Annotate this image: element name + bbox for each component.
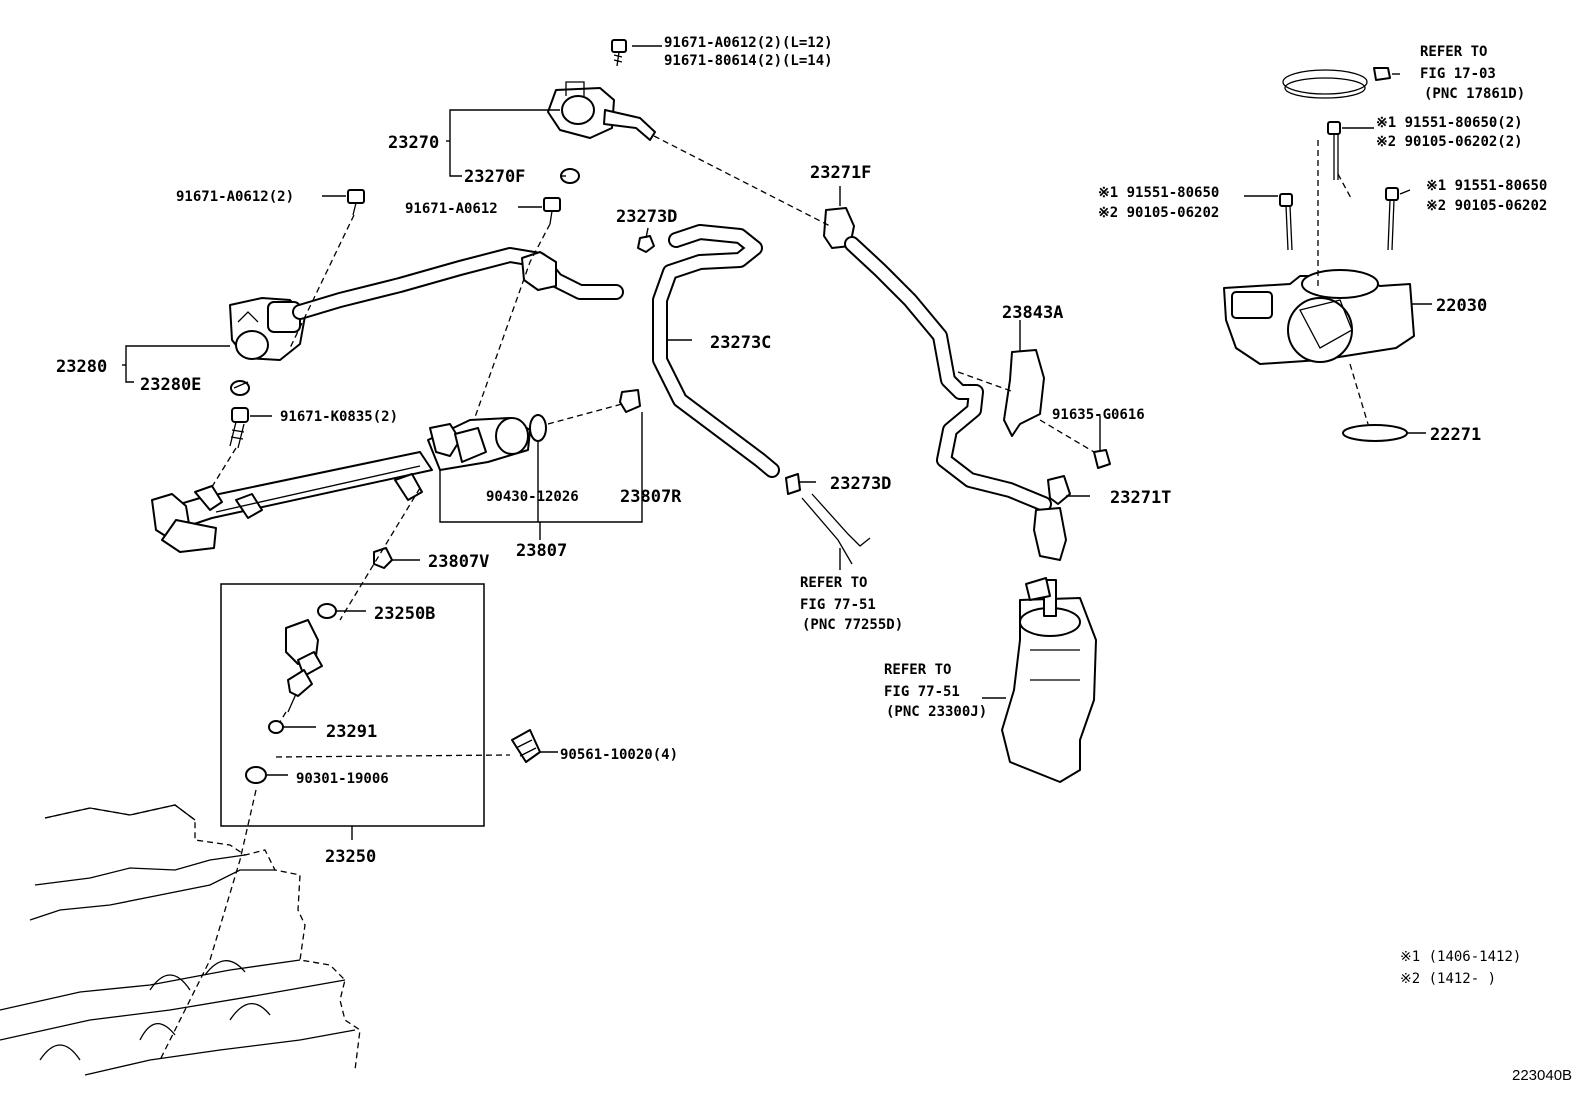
label-23807r: 23807R [620, 487, 682, 507]
o-ring-90301-19006 [245, 766, 267, 784]
label-refer-fig77-51b-line2: FIG 77-51 [884, 684, 960, 700]
label-23271t: 23271T [1110, 488, 1171, 508]
label-23807v: 23807V [428, 552, 489, 572]
label-23280e: 23280E [140, 375, 201, 395]
label-refer-fig77-51-line2: FIG 77-51 [800, 597, 876, 613]
label-23273d-bottom: 23273D [830, 474, 891, 494]
label-23250b: 23250B [374, 604, 435, 624]
label-90430-12026: 90430-12026 [486, 489, 579, 505]
label-23280: 23280 [56, 357, 107, 377]
gasket-22271 [1342, 424, 1408, 442]
label-x1-right: ※1 91551-80650 [1426, 178, 1547, 194]
label-22030: 22030 [1436, 296, 1487, 316]
note-x2-dates: ※2 (1412- ) [1400, 971, 1496, 987]
label-23270: 23270 [388, 133, 439, 153]
bracket-23843a [1003, 349, 1045, 437]
label-23250: 23250 [325, 847, 376, 867]
assembly-lines [159, 135, 1369, 1061]
label-91635-g0616: 91635-G0616 [1052, 407, 1145, 423]
insulator-23291 [268, 720, 284, 734]
fuel-pipe [292, 247, 624, 320]
pulsation-damper-23280 [229, 297, 306, 361]
pulsation-damper-23270 [547, 81, 656, 141]
label-91671-k0835: 91671-K0835(2) [280, 409, 398, 425]
bolt-91635-g0616 [1093, 449, 1111, 469]
injector-kit-box [220, 583, 485, 827]
label-23270f: 23270F [464, 167, 525, 187]
label-refer-fig17-03-line2: FIG 17-03 [1420, 66, 1496, 82]
label-x2-left: ※2 90105-06202 [1098, 205, 1219, 221]
leader-lines [122, 45, 1432, 840]
note-x1-dates: ※1 (1406-1412) [1400, 949, 1521, 965]
hose-23273c [652, 224, 780, 478]
label-91671-80614: 91671-80614(2)(L=14) [664, 53, 833, 69]
label-refer-fig77-51-line1: REFER TO [800, 575, 867, 591]
labels: 91671-A0612(2)(L=12) 91671-80614(2)(L=14… [56, 35, 1572, 1084]
label-90301-19006: 90301-19006 [296, 771, 389, 787]
label-x2-right: ※2 90105-06202 [1426, 198, 1547, 214]
hose-23271 [823, 207, 1067, 561]
fuel-delivery-pipe [151, 417, 531, 553]
label-91671-a0612-l12: 91671-A0612(2)(L=12) [664, 35, 833, 51]
label-91671-a0612: 91671-A0612 [405, 201, 498, 217]
label-x1-top: ※1 91551-80650(2) [1376, 115, 1523, 131]
label-23271f: 23271F [810, 163, 871, 183]
bolt-91671-a0612-top [611, 39, 627, 67]
throttle-body-22030 [1223, 269, 1415, 365]
charcoal-canister [1001, 577, 1097, 783]
cap-23807v [373, 547, 393, 569]
bolts-throttle-body [1279, 121, 1399, 251]
plug-23807r [619, 389, 641, 413]
label-refer-fig77-51b-line1: REFER TO [884, 662, 951, 678]
label-refer-fig17-03-line3: (PNC 17861D) [1424, 86, 1525, 102]
label-22271: 22271 [1430, 425, 1481, 445]
engine-block-outline [0, 804, 361, 1076]
gasket-ref-fig17-03 [1282, 67, 1391, 99]
label-refer-fig77-51b-line3: (PNC 23300J) [886, 704, 987, 720]
diagram-code: 223040B [1512, 1067, 1572, 1084]
clip-23273d-top [637, 235, 655, 253]
clip-23273d-bottom [785, 473, 801, 495]
label-91671-a0612-2: 91671-A0612(2) [176, 189, 294, 205]
bolt-91671-k0835 [229, 407, 249, 449]
label-23807: 23807 [516, 541, 567, 561]
bolt-91671-a0612-left [347, 189, 365, 216]
label-23291: 23291 [326, 722, 377, 742]
label-refer-fig77-51-line3: (PNC 77255D) [802, 617, 903, 633]
grommet-90561-10020 [511, 729, 541, 763]
fuel-injector [285, 619, 323, 713]
label-23273c: 23273C [710, 333, 771, 353]
clamp-23271t [1047, 475, 1071, 505]
label-23843a: 23843A [1002, 303, 1063, 323]
o-ring-23250b [317, 603, 337, 619]
gasket-90430-12026 [529, 414, 547, 442]
label-x2-top: ※2 90105-06202(2) [1376, 134, 1523, 150]
label-90561-10020: 90561-10020(4) [560, 747, 678, 763]
hose-to-fig77-51 [801, 493, 871, 565]
label-23273d-top: 23273D [616, 207, 677, 227]
o-ring-23280e [230, 380, 250, 396]
bolt-91671-a0612-mid [543, 197, 561, 225]
label-x1-left: ※1 91551-80650 [1098, 185, 1219, 201]
label-refer-fig17-03-line1: REFER TO [1420, 44, 1487, 60]
